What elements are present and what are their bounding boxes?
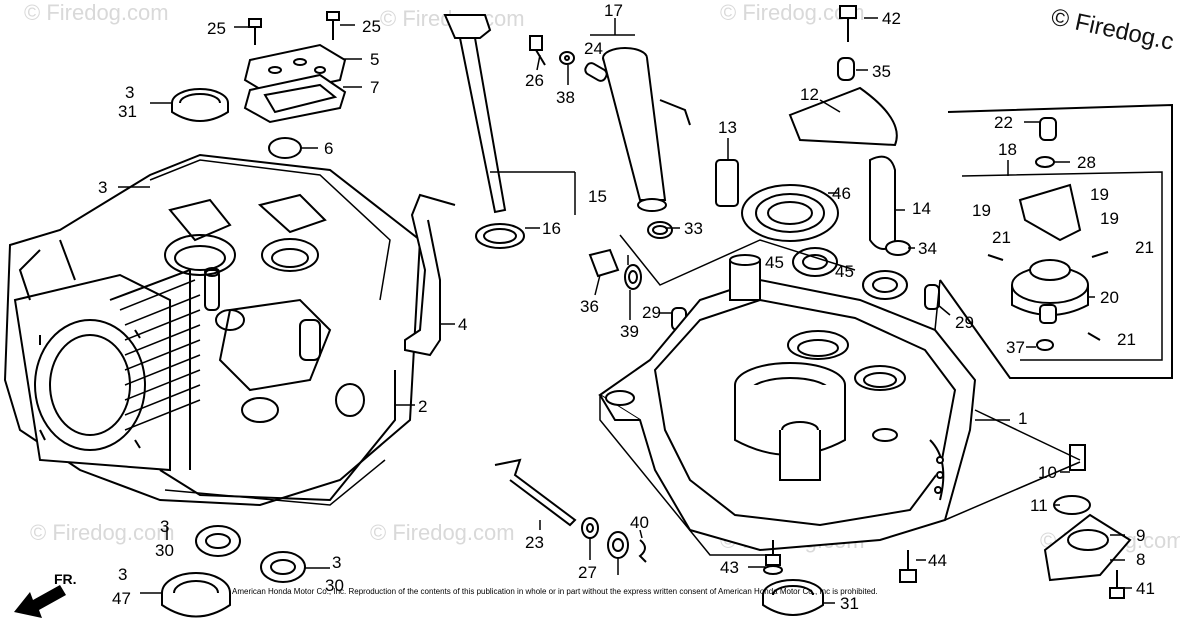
callout-29: 29	[955, 313, 974, 332]
bolt-42	[837, 5, 857, 81]
callout-26: 26	[525, 71, 544, 90]
callout-16: 16	[542, 219, 561, 238]
callout-3: 3	[98, 178, 107, 197]
watermark-top-right: © Firedog.c	[1049, 3, 1176, 55]
plug-cap	[268, 137, 302, 159]
callout-27: 27	[578, 563, 597, 582]
callout-31: 31	[840, 594, 859, 613]
bolt-25	[248, 11, 340, 45]
callout-8: 8	[1136, 550, 1145, 569]
callout-10: 10	[1038, 463, 1057, 482]
callout-21: 21	[1135, 238, 1154, 257]
group-lines	[599, 234, 1081, 556]
callout-6: 6	[324, 139, 333, 158]
washers	[581, 517, 647, 563]
callout-3: 3	[332, 553, 341, 572]
callout-21: 21	[992, 228, 1011, 247]
drain-bolt	[588, 248, 642, 290]
misc-rings	[647, 221, 940, 331]
callout-25: 25	[207, 19, 226, 38]
callout-4: 4	[458, 315, 467, 334]
callout-18: 18	[998, 140, 1017, 159]
ball-bearing	[741, 184, 839, 242]
small-fasteners	[529, 35, 608, 82]
oil-passage-plug	[715, 159, 739, 207]
callout-7: 7	[370, 78, 379, 97]
callout-47: 47	[112, 589, 131, 608]
callout-12: 12	[800, 85, 819, 104]
level-gauge-rod	[494, 458, 577, 527]
callout-45: 45	[835, 262, 854, 281]
callout-46: 46	[832, 184, 851, 203]
watermark: © Firedog.com	[30, 520, 175, 545]
callout-40: 40	[630, 513, 649, 532]
callout-36: 36	[580, 297, 599, 316]
callout-30: 30	[325, 576, 344, 595]
front-direction-arrow: FR.	[14, 571, 77, 618]
crankcase	[598, 254, 977, 552]
callout-3: 3	[160, 517, 169, 536]
watermark: © Firedog.com	[370, 520, 515, 545]
callout-39: 39	[620, 322, 639, 341]
callout-19: 19	[1090, 185, 1109, 204]
callout-35: 35	[872, 62, 891, 81]
leader-lines	[118, 17, 1132, 604]
callout-3: 3	[125, 83, 134, 102]
callout-9: 9	[1136, 526, 1145, 545]
callout-30: 30	[155, 541, 174, 560]
callout-14: 14	[912, 199, 931, 218]
callout-38: 38	[556, 88, 575, 107]
callout-45: 45	[765, 253, 784, 272]
callout-28: 28	[1077, 153, 1096, 172]
callout-5: 5	[370, 50, 379, 69]
oil-seal-lower	[762, 579, 824, 616]
callout-37: 37	[1006, 338, 1025, 357]
callout-17: 17	[604, 1, 623, 20]
breather-tube	[404, 193, 456, 357]
callout-labels: 1 2 3 3 3 3 3 4 5 6 7 8 9 10 11 12 13 14…	[98, 1, 1155, 613]
callout-31: 31	[118, 102, 137, 121]
watermark: © Firedog.com	[24, 0, 169, 25]
oil-seal	[171, 88, 229, 122]
callout-13: 13	[718, 118, 737, 137]
callout-19: 19	[972, 201, 991, 220]
oil-filler-tube	[602, 47, 691, 212]
callout-19: 19	[1100, 209, 1119, 228]
callout-15: 15	[588, 187, 607, 206]
callout-21: 21	[1117, 330, 1136, 349]
fr-label: FR.	[54, 571, 77, 587]
bottom-bearings	[161, 525, 306, 618]
callout-2: 2	[418, 397, 427, 416]
cylinder-head	[3, 153, 422, 507]
governor-cover	[1043, 444, 1132, 582]
callout-20: 20	[1100, 288, 1119, 307]
governor-plate	[788, 86, 898, 147]
flange-bolts	[763, 540, 1125, 599]
callout-22: 22	[994, 113, 1013, 132]
callout-23: 23	[525, 533, 544, 552]
callout-41: 41	[1136, 579, 1155, 598]
callout-29: 29	[642, 303, 661, 322]
callout-25: 25	[362, 17, 381, 36]
copyright-notice: American Honda Motor Co., Inc. Reproduct…	[232, 587, 878, 596]
oil-screen	[869, 155, 896, 250]
callout-42: 42	[882, 9, 901, 28]
callout-24: 24	[584, 39, 603, 58]
rocker-cover-plates	[243, 43, 347, 124]
callout-44: 44	[928, 551, 947, 570]
needle-bearing	[792, 247, 908, 300]
callout-1: 1	[1018, 409, 1027, 428]
callout-3: 3	[118, 565, 127, 584]
callout-34: 34	[918, 239, 937, 258]
governor-assembly	[939, 103, 1173, 379]
callout-11: 11	[1030, 496, 1048, 515]
callout-33: 33	[684, 219, 703, 238]
dipstick	[443, 14, 525, 249]
callout-43: 43	[720, 558, 739, 577]
